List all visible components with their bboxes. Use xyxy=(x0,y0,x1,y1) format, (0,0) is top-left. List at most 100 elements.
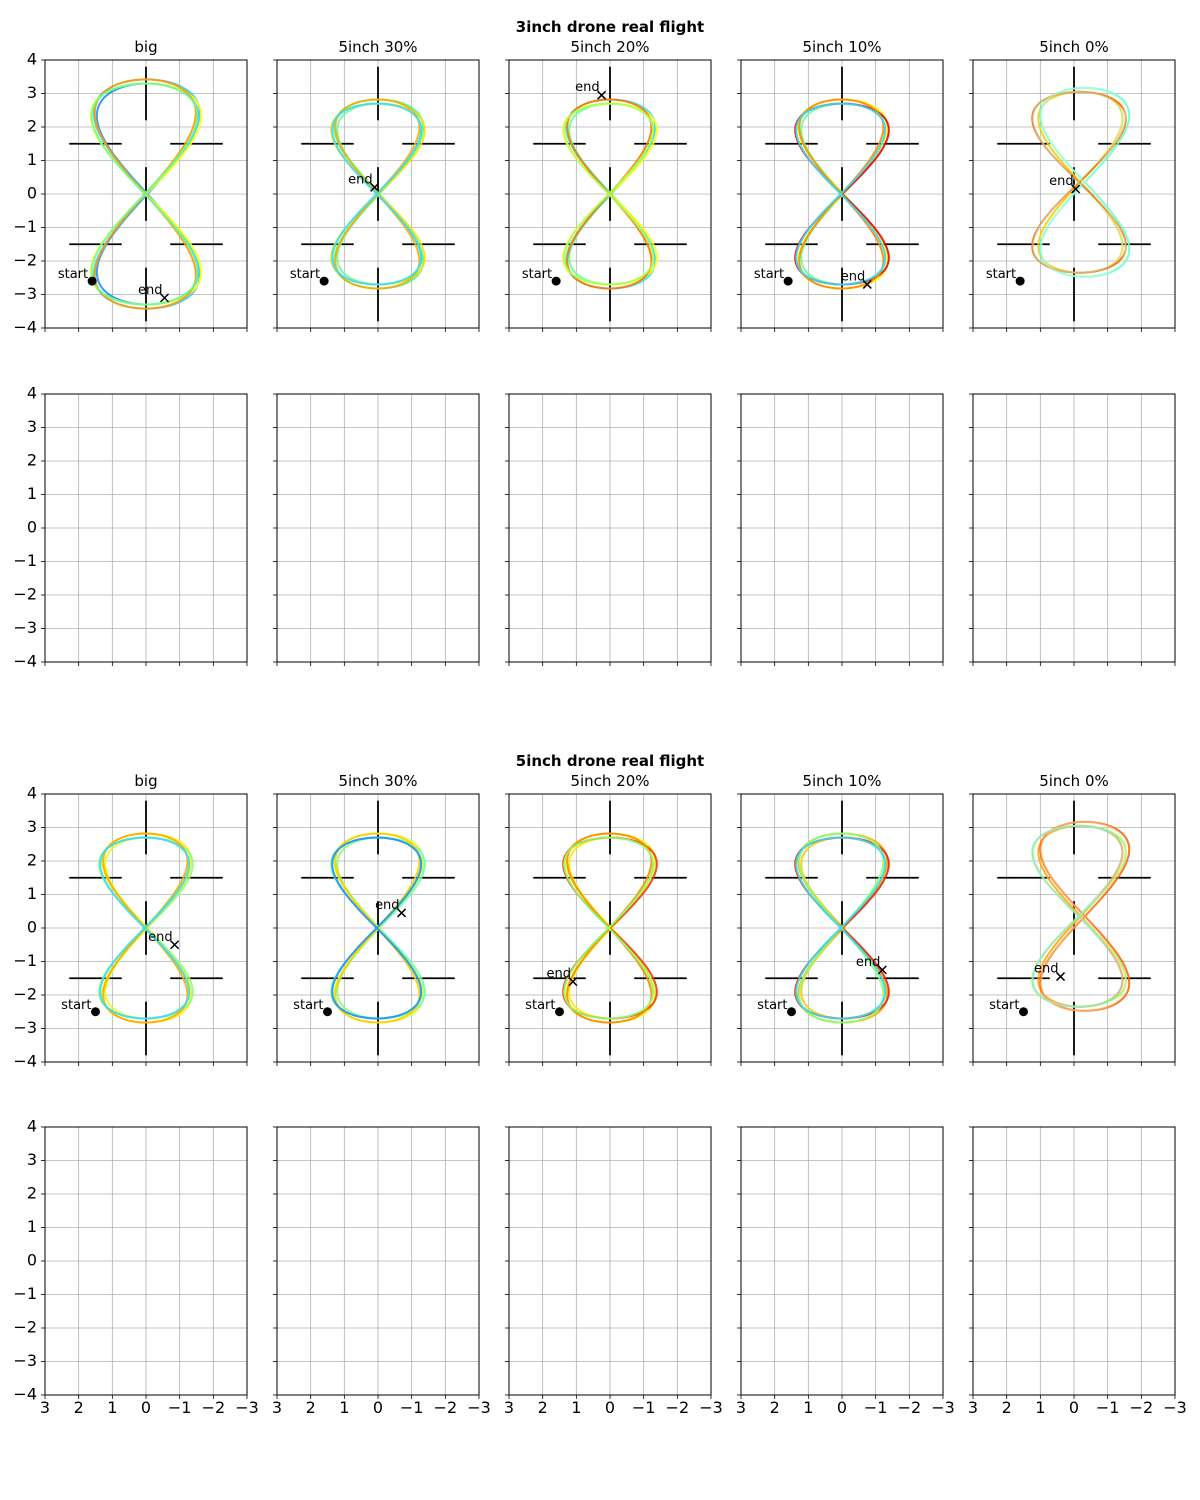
end-label: end xyxy=(575,80,600,95)
axes-frame xyxy=(740,59,944,329)
trajectory-line xyxy=(1040,86,1127,278)
start-label: start xyxy=(58,267,88,282)
start-marker xyxy=(787,1007,796,1017)
start-label: start xyxy=(525,998,555,1013)
trajectory-line xyxy=(1031,90,1127,274)
y-tick-label: 3 xyxy=(27,417,37,436)
x-tick-label: 0 xyxy=(141,1398,151,1417)
figure-title: 5inch drone real flight xyxy=(516,752,704,770)
y-tick-label: 2 xyxy=(27,1184,37,1203)
y-tick-label: 4 xyxy=(27,384,37,403)
start-label: start xyxy=(989,998,1019,1013)
trajectory-line xyxy=(563,836,655,1020)
x-tick-label: −1 xyxy=(400,1398,424,1417)
y-tick-label: 1 xyxy=(27,484,37,503)
x-tick-label: 1 xyxy=(339,1398,349,1417)
subplot-r1-c1 xyxy=(273,393,480,666)
subplot-title: 5inch 0% xyxy=(1039,38,1109,56)
axes-frame xyxy=(44,793,248,1063)
axes-frame xyxy=(508,1126,712,1396)
y-tick-label: 0 xyxy=(27,184,37,203)
end-label: end xyxy=(148,930,173,945)
x-tick-label: 1 xyxy=(803,1398,813,1417)
x-tick-label: 2 xyxy=(74,1398,84,1417)
y-tick-label: 4 xyxy=(27,50,37,69)
y-tick-label: −4 xyxy=(13,318,37,337)
y-tick-label: 0 xyxy=(27,918,37,937)
x-tick-label: −1 xyxy=(1096,1398,1120,1417)
y-tick-label: −4 xyxy=(13,652,37,671)
x-tick-label: 0 xyxy=(837,1398,847,1417)
x-tick-label: 2 xyxy=(306,1398,316,1417)
start-label: start xyxy=(293,998,323,1013)
y-tick-label: 0 xyxy=(27,518,37,537)
y-tick-label: 1 xyxy=(27,884,37,903)
end-label: end xyxy=(546,967,571,982)
axes-frame xyxy=(508,59,712,329)
end-marker xyxy=(1055,972,1066,982)
end-marker xyxy=(1071,184,1081,194)
trajectory-line xyxy=(331,836,423,1020)
y-tick-label: −3 xyxy=(13,1351,37,1370)
y-tick-label: 4 xyxy=(27,1117,37,1136)
axes-frame xyxy=(44,59,248,329)
axes-frame xyxy=(508,393,712,663)
axes-frame xyxy=(740,393,944,663)
axes-frame xyxy=(276,793,480,1063)
start-marker xyxy=(551,276,561,286)
subplot-title: big xyxy=(134,772,157,790)
y-tick-label: 3 xyxy=(27,1150,37,1169)
y-tick-label: −3 xyxy=(13,618,37,637)
end-marker xyxy=(568,977,578,987)
trajectory-line xyxy=(795,836,887,1020)
axes-frame xyxy=(740,793,944,1063)
end-label: end xyxy=(348,172,373,187)
subplot-title: 5inch 10% xyxy=(802,38,881,56)
x-tick-label: 3 xyxy=(272,1398,282,1417)
x-tick-label: −3 xyxy=(699,1398,723,1417)
x-tick-label: −1 xyxy=(632,1398,656,1417)
subplot-title: 5inch 20% xyxy=(570,38,649,56)
subplot-r1-c2 xyxy=(505,393,712,666)
subplot-r1-c3 xyxy=(737,393,944,666)
y-tick-label: 4 xyxy=(27,784,37,803)
end-marker xyxy=(159,293,170,303)
end-marker xyxy=(370,182,380,192)
trajectory-line xyxy=(1039,86,1131,278)
start-label: start xyxy=(290,267,320,282)
axes-frame xyxy=(972,793,1176,1063)
x-tick-label: −2 xyxy=(898,1398,922,1417)
y-tick-label: 2 xyxy=(27,451,37,470)
axes-frame xyxy=(972,1126,1176,1396)
y-tick-label: 2 xyxy=(27,851,37,870)
x-tick-label: 0 xyxy=(373,1398,383,1417)
x-tick-label: 0 xyxy=(605,1398,615,1417)
start-marker xyxy=(323,1007,332,1017)
trajectory-line xyxy=(331,102,423,286)
axes-frame xyxy=(276,393,480,663)
axes-frame xyxy=(44,393,248,663)
subplot-title: 5inch 20% xyxy=(570,772,649,790)
y-tick-label: −2 xyxy=(13,985,37,1004)
start-marker xyxy=(555,1007,564,1017)
subplot-r0-c2: 5inch 20% start end xyxy=(505,38,712,332)
y-tick-label: −1 xyxy=(13,217,37,236)
x-tick-label: 3 xyxy=(40,1398,50,1417)
x-tick-label: 3 xyxy=(504,1398,514,1417)
y-tick-label: 1 xyxy=(27,1217,37,1236)
start-label: start xyxy=(522,267,552,282)
end-label: end xyxy=(1049,174,1074,189)
end-label: end xyxy=(841,269,866,284)
start-marker xyxy=(783,276,793,286)
x-tick-label: 2 xyxy=(1002,1398,1012,1417)
x-tick-label: 2 xyxy=(770,1398,780,1417)
